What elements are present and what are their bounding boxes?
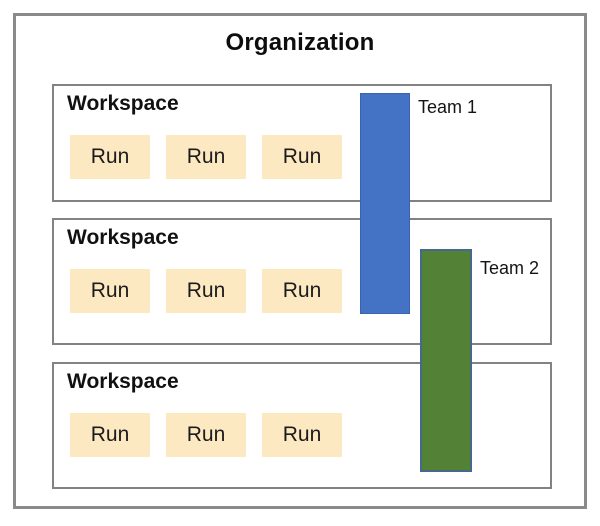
workspace-title: Workspace bbox=[67, 92, 179, 115]
runs-row: Run Run Run bbox=[70, 135, 342, 179]
run-chip: Run bbox=[70, 135, 150, 179]
workspace-box-3: Workspace Run Run Run bbox=[52, 362, 552, 489]
run-chip: Run bbox=[262, 413, 342, 457]
run-chip: Run bbox=[70, 269, 150, 313]
run-chip: Run bbox=[262, 135, 342, 179]
team-1-label: Team 1 bbox=[418, 97, 478, 117]
team-2-bar bbox=[420, 249, 472, 472]
run-chip: Run bbox=[166, 269, 246, 313]
workspace-title: Workspace bbox=[67, 370, 179, 393]
run-chip: Run bbox=[166, 413, 246, 457]
team-1-bar bbox=[360, 93, 410, 314]
run-chip: Run bbox=[262, 269, 342, 313]
run-chip: Run bbox=[166, 135, 246, 179]
organization-title: Organization bbox=[225, 29, 375, 56]
run-chip: Run bbox=[70, 413, 150, 457]
team-2-label: Team 2 bbox=[480, 258, 540, 278]
workspace-box-1: Workspace Run Run Run bbox=[52, 84, 552, 202]
workspace-title: Workspace bbox=[67, 226, 179, 249]
workspace-box-2: Workspace Run Run Run bbox=[52, 218, 552, 345]
runs-row: Run Run Run bbox=[70, 269, 342, 313]
runs-row: Run Run Run bbox=[70, 413, 342, 457]
